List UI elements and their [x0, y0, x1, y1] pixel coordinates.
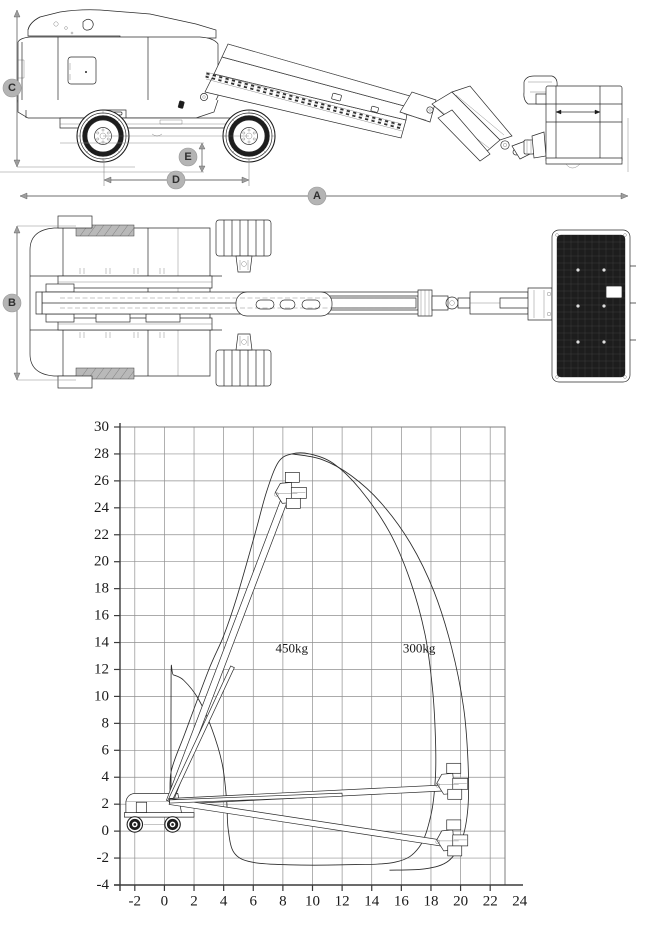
- jib-assembly: [431, 85, 520, 162]
- boom-arm: [168, 798, 444, 847]
- work-platform: [511, 75, 629, 172]
- y-tick-label: 18: [94, 581, 109, 597]
- boom-arm: [169, 792, 343, 804]
- platform-marker: [274, 472, 307, 509]
- dimension-A: A: [19, 186, 629, 206]
- side-elevation-view: C E: [0, 0, 654, 210]
- y-tick-label: 24: [94, 500, 110, 516]
- telescopic-boom: [177, 43, 437, 139]
- capacity-label: 450kg: [276, 640, 309, 655]
- y-tick-label: 16: [94, 608, 110, 624]
- y-tick-label: 4: [102, 769, 110, 785]
- front-wheels-plan: [215, 219, 272, 387]
- x-tick-label: 14: [364, 894, 380, 910]
- y-tick-label: 22: [94, 527, 109, 543]
- platform-marker: [435, 819, 469, 857]
- dimension-E: E: [0, 142, 206, 173]
- machine-illustration: [124, 793, 195, 833]
- chart-capacity-annotations: 450kg 300kg: [276, 640, 436, 655]
- top-view-machine: [29, 215, 636, 389]
- chart-machine-illustrations: [124, 472, 469, 857]
- y-tick-label: 30: [94, 419, 109, 435]
- plan-top-view: B: [0, 208, 654, 403]
- x-tick-label: 8: [279, 894, 287, 910]
- x-tick-label: 10: [305, 894, 320, 910]
- dimension-label-E: E: [184, 151, 191, 163]
- x-tick-label: 24: [512, 894, 528, 910]
- y-tick-label: 12: [94, 661, 109, 677]
- envelope-curve-300kg: [291, 453, 470, 871]
- x-tick-label: 4: [220, 894, 228, 910]
- platform-plan: [527, 229, 636, 383]
- x-tick-label: 2: [190, 894, 198, 910]
- rear-wheels-plan: [57, 215, 93, 389]
- x-tick-label: 12: [335, 894, 350, 910]
- dimension-C: C: [2, 9, 135, 168]
- y-tick-label: -4: [97, 877, 110, 893]
- cable-chain: [177, 100, 185, 109]
- x-tick-label: 0: [161, 894, 169, 910]
- x-tick-label: 20: [453, 894, 468, 910]
- capacity-label: 300kg: [403, 640, 436, 655]
- boom-arm: [167, 665, 235, 803]
- x-tick-label: 16: [394, 894, 410, 910]
- chart-envelope-series: [169, 452, 470, 871]
- y-tick-label: -2: [97, 850, 110, 866]
- boom-arm: [165, 498, 288, 804]
- x-tick-label: 22: [483, 894, 498, 910]
- dimension-label-B: B: [8, 297, 16, 309]
- tread-pad-top: [75, 224, 135, 237]
- side-view-dimensions: C E: [0, 9, 629, 206]
- y-tick-label: 20: [94, 554, 109, 570]
- y-tick-label: 14: [94, 635, 110, 651]
- dimension-B: B: [2, 225, 76, 381]
- dimension-D: D: [103, 160, 250, 190]
- dimension-label-D: D: [172, 174, 180, 186]
- y-tick-label: 26: [94, 473, 110, 489]
- tread-pad-bottom: [75, 367, 135, 380]
- y-tick-label: 28: [94, 446, 109, 462]
- y-tick-label: 8: [102, 715, 110, 731]
- jib-plan: [417, 289, 531, 317]
- y-tick-label: 2: [102, 796, 110, 812]
- x-tick-label: -2: [129, 894, 142, 910]
- chart-axes: [114, 423, 523, 891]
- dimension-label-C: C: [8, 82, 16, 94]
- side-view-machine: [17, 9, 629, 172]
- y-tick-label: 6: [102, 742, 110, 758]
- envelope-curve-450kg: [169, 452, 437, 866]
- x-tick-label: 18: [423, 894, 438, 910]
- x-tick-label: 6: [250, 894, 258, 910]
- platform-marker: [435, 762, 469, 800]
- dimension-label-A: A: [313, 190, 321, 202]
- top-view-dimensions: B: [2, 225, 76, 381]
- y-tick-label: 10: [94, 688, 109, 704]
- y-tick-label: 0: [102, 823, 110, 839]
